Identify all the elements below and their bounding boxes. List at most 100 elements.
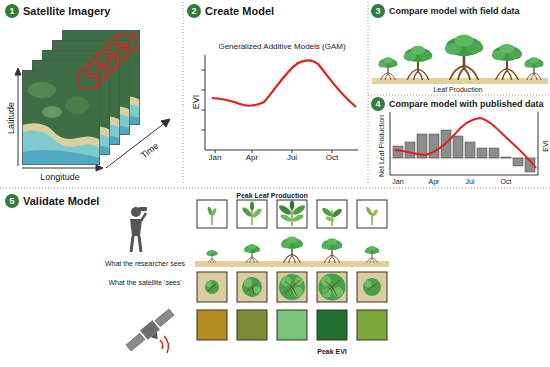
tick-label: Oct [501, 178, 512, 185]
step-marker: 1Satellite Imagery [5, 4, 110, 18]
leaf-sprout [321, 206, 333, 218]
canopy-top-view [284, 280, 300, 296]
axis-arrow [161, 119, 170, 127]
researcher-figure [130, 219, 142, 236]
leaf-bar-chart [501, 157, 511, 158]
step-heading: Compare model with field data [389, 7, 520, 16]
leaf-stage-box [197, 200, 227, 228]
satellite-icon [164, 336, 168, 353]
step-marker: 3Compare model with field data [371, 4, 520, 18]
canopy-top-view [206, 276, 372, 298]
satellite-icon [155, 309, 174, 327]
leaf-bar-chart [538, 112, 539, 175]
researcher-figure [139, 207, 147, 211]
separator [368, 2, 369, 185]
row-label: What the researcher sees [105, 260, 185, 267]
leaf-bar-chart [465, 142, 475, 158]
leaf-sprout [331, 207, 343, 219]
mangrove-row [365, 246, 379, 263]
mangrove-field [404, 46, 433, 80]
step-heading: Satellite Imagery [23, 6, 110, 17]
gam-chart [252, 150, 253, 153]
axis-arrow [22, 168, 98, 169]
mangrove-field [378, 57, 397, 80]
gam-chart [202, 70, 205, 71]
mangrove-row [195, 236, 389, 267]
leaf-sprout [365, 206, 373, 216]
leaf-sprout [211, 208, 218, 217]
leaf-stage-box [237, 200, 267, 228]
mangrove-field [445, 34, 483, 80]
leaf-stage-box [197, 200, 387, 228]
mangrove-row [322, 238, 343, 263]
canopy-top-view [208, 280, 377, 296]
gam-chart [202, 130, 205, 131]
satellite-stack [22, 70, 100, 165]
canopy-top-view [244, 279, 252, 287]
canopy-top-view [206, 281, 212, 287]
satellite-icon [125, 307, 179, 357]
separator [0, 2, 550, 188]
caption-label: Leaf Production [433, 86, 482, 93]
step-marker: 2Create Model [187, 4, 274, 18]
gam-chart [202, 110, 205, 111]
step-marker: 4 Compare model with published data [371, 97, 544, 111]
leaf-bar-chart [489, 148, 499, 158]
axis-arrow [96, 165, 103, 171]
tick-label: Jul [466, 178, 475, 185]
step-number: 5 [5, 194, 19, 208]
gam-chart [202, 90, 205, 91]
leaf-sprout [292, 213, 305, 223]
gam-chart [212, 60, 356, 107]
tick-label: Apr [429, 178, 440, 185]
canopy-top-view [319, 274, 346, 301]
canopy-top-view [205, 274, 381, 301]
leaf-sprout [291, 207, 292, 226]
canopy-top-view [197, 272, 387, 302]
satellite-stack [78, 34, 118, 74]
axis-label: Time [139, 141, 160, 160]
axis-arrow [106, 122, 166, 168]
chart-title: Generalized Additive Models (GAM) [218, 43, 345, 51]
leaf-bar-chart [393, 146, 403, 158]
tick-label: Apr [246, 154, 258, 162]
peak-label: Peak Leaf Production [236, 192, 308, 199]
leaf-sprout [250, 202, 254, 211]
canopy-top-view [363, 278, 381, 296]
tick-label: Oct [326, 154, 338, 162]
leaf-sprout [371, 209, 379, 218]
leaf-bar-chart [390, 175, 538, 176]
mangrove-field [524, 57, 543, 80]
canopy-top-view [254, 287, 261, 294]
satellite-stack [78, 34, 136, 88]
leaf-stage-box [357, 200, 387, 228]
gam-chart [202, 55, 358, 153]
researcher-figure [141, 213, 146, 221]
canopy-top-view [367, 283, 377, 291]
separator [183, 2, 184, 185]
step-marker: 5Validate Model [5, 194, 99, 208]
tick-label: Jul [287, 154, 297, 162]
leaf-bar-chart [390, 112, 391, 175]
researcher-figure [130, 207, 147, 252]
canopy-top-view [237, 272, 267, 302]
gam-chart [205, 150, 358, 151]
satellite-icon [151, 332, 161, 342]
step-heading: Create Model [205, 6, 274, 17]
canopy-top-view [323, 289, 332, 298]
row-label: What the satellite 'sees' [108, 279, 181, 286]
axis-arrow [15, 68, 170, 171]
axis-arrow [18, 72, 19, 166]
step-heading: Compare model with published data [389, 100, 544, 109]
separator [0, 188, 550, 189]
evi-square [317, 310, 347, 340]
leaf-bar-chart [395, 118, 536, 168]
mangrove-row [244, 244, 260, 263]
canopy-top-view [205, 280, 219, 294]
leaf-bar-chart [477, 148, 487, 158]
step-number: 4 [371, 97, 385, 111]
evi-square [277, 310, 307, 340]
canopy-top-view [357, 272, 387, 302]
leaf-sprout [325, 216, 335, 223]
